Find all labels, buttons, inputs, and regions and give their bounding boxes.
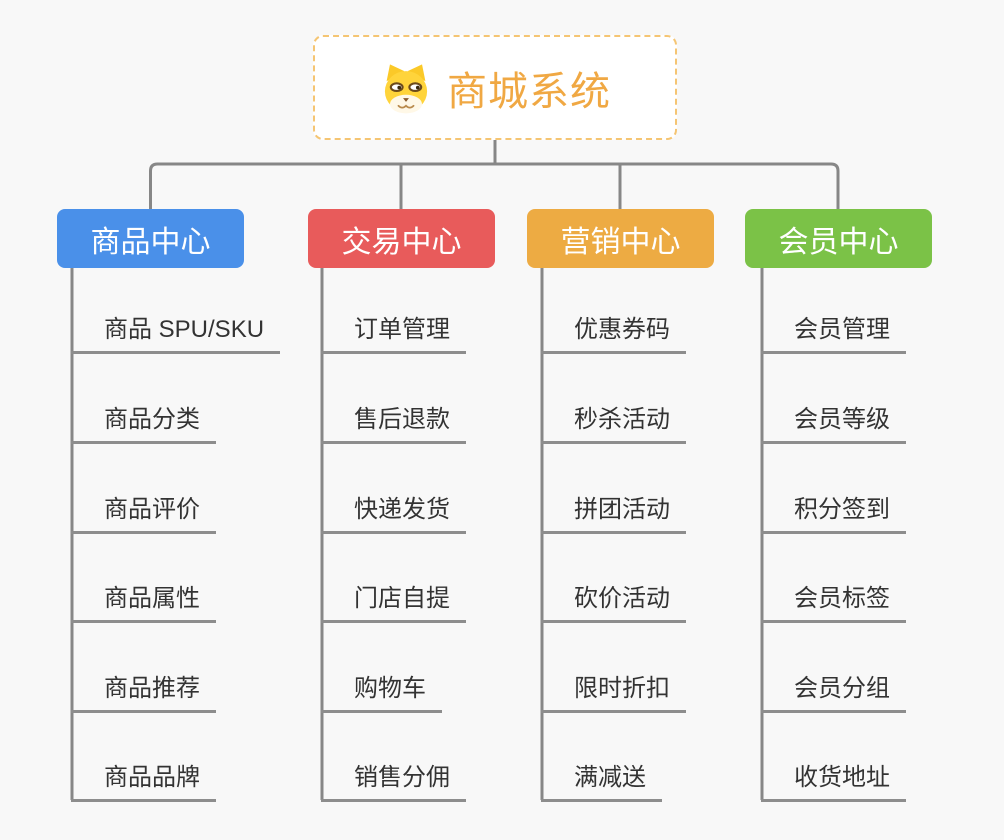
subtopic[interactable]: 门店自提 bbox=[321, 583, 466, 623]
subtopic[interactable]: 商品属性 bbox=[71, 583, 216, 623]
subtopic[interactable]: 会员分组 bbox=[761, 673, 906, 713]
branch-label: 会员中心 bbox=[778, 225, 899, 259]
subtopic[interactable]: 商品品牌 bbox=[71, 762, 216, 802]
subtopic[interactable]: 购物车 bbox=[321, 673, 442, 713]
branch-marketing-center[interactable]: 营销中心 bbox=[527, 209, 714, 268]
root-topic[interactable]: 商城系统 bbox=[313, 35, 677, 140]
subtopic[interactable]: 会员管理 bbox=[761, 314, 906, 354]
subtopic[interactable]: 收货地址 bbox=[761, 762, 906, 802]
subtopic[interactable]: 商品 SPU/SKU bbox=[71, 314, 281, 354]
subtopic[interactable]: 秒杀活动 bbox=[541, 404, 686, 444]
branch-label: 营销中心 bbox=[560, 225, 681, 259]
branch-member-center[interactable]: 会员中心 bbox=[745, 209, 932, 268]
subtopic[interactable]: 售后退款 bbox=[321, 404, 466, 444]
dog-face-icon bbox=[384, 63, 428, 113]
subtopic[interactable]: 会员等级 bbox=[761, 404, 906, 444]
subtopic[interactable]: 优惠券码 bbox=[541, 314, 686, 354]
branch-label: 交易中心 bbox=[341, 225, 462, 259]
branch-product-center[interactable]: 商品中心 bbox=[57, 209, 244, 268]
subtopic[interactable]: 商品评价 bbox=[71, 494, 216, 534]
subtopic[interactable]: 砍价活动 bbox=[541, 583, 686, 623]
subtopic[interactable]: 快递发货 bbox=[321, 494, 466, 534]
subtopic[interactable]: 限时折扣 bbox=[541, 673, 686, 713]
subtopic[interactable]: 销售分佣 bbox=[321, 762, 466, 802]
subtopic[interactable]: 满减送 bbox=[541, 762, 662, 802]
branch-trade-center[interactable]: 交易中心 bbox=[308, 209, 495, 268]
subtopic[interactable]: 拼团活动 bbox=[541, 494, 686, 534]
branch-label: 商品中心 bbox=[90, 225, 211, 259]
subtopic[interactable]: 积分签到 bbox=[761, 494, 906, 534]
subtopic[interactable]: 商品分类 bbox=[71, 404, 216, 444]
subtopic[interactable]: 商品推荐 bbox=[71, 673, 216, 713]
root-topic-label: 商城系统 bbox=[447, 69, 611, 114]
subtopic[interactable]: 订单管理 bbox=[321, 314, 466, 354]
subtopic[interactable]: 会员标签 bbox=[761, 583, 906, 623]
